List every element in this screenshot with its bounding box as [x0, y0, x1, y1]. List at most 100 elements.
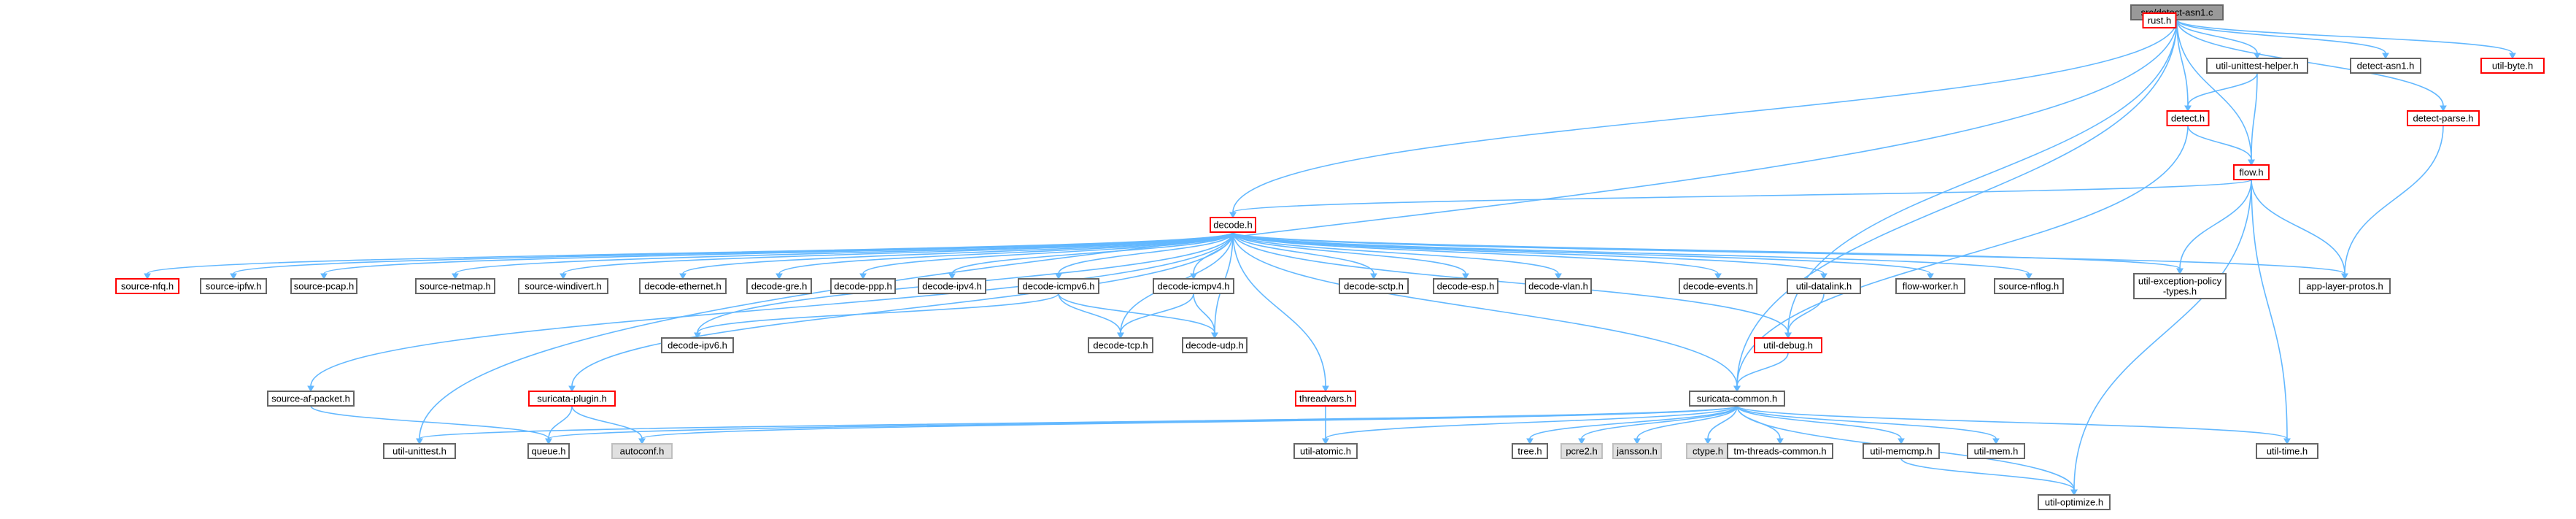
node-label: flow-worker.h: [1903, 280, 1959, 291]
node-dicmpv6[interactable]: decode-icmpv6.h: [1018, 278, 1099, 294]
node-splugin[interactable]: suricata-plugin.h: [528, 391, 616, 407]
edge-arrowhead: [1992, 438, 2000, 445]
edge-arrowhead: [694, 332, 701, 339]
node-threadvars[interactable]: threadvars.h: [1295, 391, 1356, 407]
node-box: [1679, 278, 1757, 294]
node-tmthreads[interactable]: tm-threads-common.h: [1727, 443, 1833, 459]
edge-line: [1232, 231, 1738, 387]
node-ubyte[interactable]: util-byte.h: [2480, 58, 2545, 74]
node-label: app-layer-protos.h: [2306, 280, 2383, 291]
node-umemcmp[interactable]: util-memcmp.h: [1863, 443, 1940, 459]
node-label: decode-ppp.h: [834, 280, 892, 291]
edge-scommon-to-queue: [545, 405, 1738, 445]
edge-line: [2176, 19, 2252, 161]
node-box: [518, 278, 608, 294]
node-sipfw[interactable]: source-ipfw.h: [200, 278, 267, 294]
node-box: [290, 278, 357, 294]
edge-line: [2251, 179, 2288, 439]
node-dvlan[interactable]: decode-vlan.h: [1525, 278, 1592, 294]
edge-line: [310, 231, 1234, 387]
edge-dicmpv6-to-dipv6: [694, 293, 1059, 339]
edge-line: [641, 405, 1738, 439]
node-label: util-debug.h: [1763, 339, 1813, 350]
edge-arrowhead: [1820, 273, 1827, 280]
node-uoptimize[interactable]: util-optimize.h: [2038, 494, 2111, 510]
node-dppp[interactable]: decode-ppp.h: [830, 278, 896, 294]
node-safp[interactable]: source-af-packet.h: [267, 391, 355, 407]
node-box: [1787, 278, 1861, 294]
edge-decode-to-devents: [1232, 231, 1722, 280]
node-rust[interactable]: rust.h: [2142, 12, 2177, 28]
edge-line: [455, 231, 1234, 274]
node-dsctp[interactable]: decode-sctp.h: [1339, 278, 1409, 294]
node-udatalink[interactable]: util-datalink.h: [1787, 278, 1861, 294]
edge-line: [1636, 405, 1738, 439]
node-uatomic[interactable]: util-atomic.h: [1293, 443, 1358, 459]
node-box: [918, 278, 986, 294]
node-dudp[interactable]: decode-udp.h: [1182, 337, 1248, 353]
node-snflog[interactable]: source-nflog.h: [1994, 278, 2064, 294]
edge-arrowhead: [452, 273, 459, 280]
edge-line: [147, 231, 1234, 274]
edge-arrowhead: [638, 438, 646, 445]
node-swindivert[interactable]: source-windivert.h: [518, 278, 608, 294]
node-fworker[interactable]: flow-worker.h: [1895, 278, 1965, 294]
node-udebug[interactable]: util-debug.h: [1754, 337, 1822, 353]
node-umem[interactable]: util-mem.h: [1967, 443, 2025, 459]
node-desp[interactable]: decode-esp.h: [1433, 278, 1498, 294]
node-box: [2133, 273, 2227, 299]
node-flow[interactable]: flow.h: [2233, 164, 2270, 180]
edge-line: [1736, 405, 1902, 439]
node-uth[interactable]: util-unittest-helper.h: [2206, 58, 2308, 74]
edge-line: [1232, 231, 1719, 274]
node-tree[interactable]: tree.h: [1512, 443, 1548, 459]
node-dparse[interactable]: detect-parse.h: [2407, 110, 2480, 126]
edge-arrowhead: [2440, 105, 2447, 112]
node-dicmpv4[interactable]: decode-icmpv4.h: [1153, 278, 1234, 294]
edge-uth-to-flow: [2248, 72, 2258, 166]
node-box: [1612, 443, 1662, 459]
edge-line: [2176, 19, 2513, 54]
edge-decode-to-swindivert: [560, 231, 1234, 280]
node-label: threadvars.h: [1299, 393, 1352, 404]
node-dasn1[interactable]: detect-asn1.h: [2350, 58, 2421, 74]
node-box: [2038, 494, 2111, 510]
node-label: decode-ipv6.h: [668, 339, 727, 350]
edge-arrowhead: [2184, 105, 2192, 112]
node-box: [2142, 12, 2177, 28]
edge-line: [1787, 293, 1825, 334]
node-dipv4[interactable]: decode-ipv4.h: [918, 278, 986, 294]
edge-arrowhead: [1211, 332, 1218, 339]
edge-root-to-dasn1: [2176, 19, 2389, 60]
node-detect[interactable]: detect.h: [2166, 110, 2210, 126]
node-dipv6[interactable]: decode-ipv6.h: [661, 337, 734, 353]
edge-scommon-to-utime: [1736, 405, 2291, 445]
edge-scommon-to-umem: [1736, 405, 2000, 445]
node-uunittest[interactable]: util-unittest.h: [383, 443, 456, 459]
node-alp[interactable]: app-layer-protos.h: [2299, 278, 2391, 294]
node-devents[interactable]: decode-events.h: [1679, 278, 1757, 294]
edge-arrowhead: [2341, 273, 2348, 280]
node-dgre[interactable]: decode-gre.h: [746, 278, 812, 294]
edge-line: [862, 231, 1234, 274]
edge-root-to-dparse: [2176, 19, 2447, 112]
edge-line: [1058, 231, 1234, 274]
edge-line: [1232, 231, 2181, 269]
node-decode[interactable]: decode.h: [1210, 217, 1256, 233]
node-label: util-memcmp.h: [1870, 445, 1932, 456]
node-snetmap[interactable]: source-netmap.h: [415, 278, 495, 294]
edge-decode-to-threadvars: [1232, 231, 1329, 393]
node-spcap[interactable]: source-pcap.h: [290, 278, 357, 294]
node-snfq[interactable]: source-nfq.h: [115, 278, 179, 294]
node-scommon[interactable]: suricata-common.h: [1689, 391, 1785, 407]
node-utime[interactable]: util-time.h: [2256, 443, 2318, 459]
node-uexc[interactable]: util-exception-policy-types.h: [2133, 273, 2227, 299]
edge-umemcmp-to-uoptimize: [1900, 458, 2078, 496]
edge-scommon-to-autoconf: [638, 405, 1738, 445]
node-dtcp[interactable]: decode-tcp.h: [1088, 337, 1153, 353]
node-queue[interactable]: queue.h: [527, 443, 570, 459]
node-deth[interactable]: decode-ethernet.h: [639, 278, 727, 294]
edge-line: [1232, 231, 1326, 387]
edge-flow-to-uoptimize: [2070, 179, 2252, 496]
edge-decode-to-safp: [307, 231, 1234, 393]
